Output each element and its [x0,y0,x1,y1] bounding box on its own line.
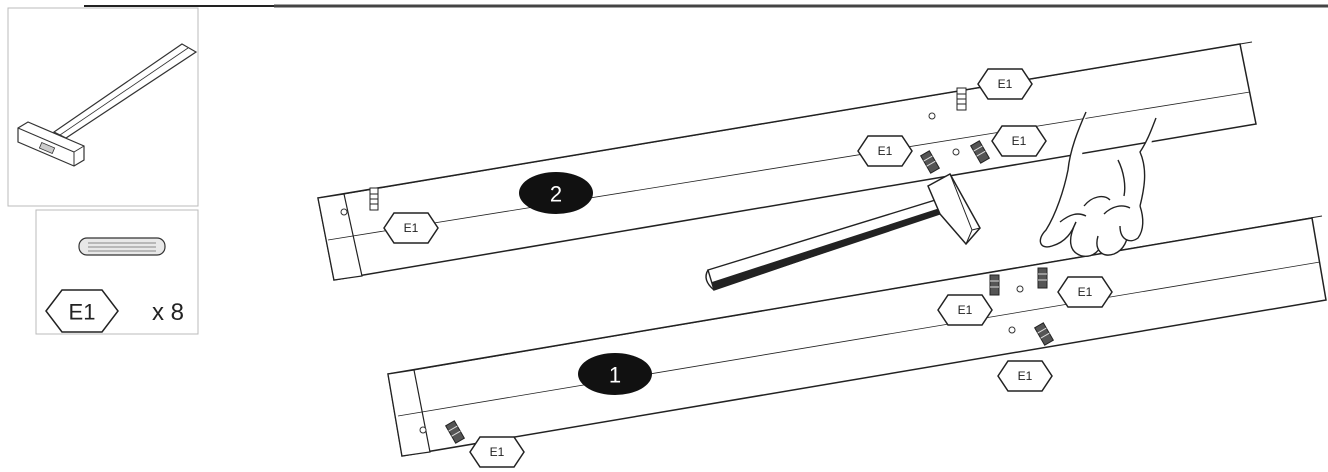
board-1 [387,215,1327,457]
quantity-text: x 8 [152,299,184,326]
part-id-text: E1 [69,300,96,325]
callout-board2-left: E1 [383,212,439,244]
callout-board2-mid-left: E1 [857,135,913,167]
svg-text:E1: E1 [878,144,893,158]
svg-text:E1: E1 [490,445,505,459]
dowel-board1-left [444,420,466,444]
dowel-board1-bottom-right [1033,322,1055,346]
callout-board1-left: E1 [469,436,525,468]
svg-text:E1: E1 [998,77,1013,91]
hammer-icon [17,43,198,167]
callout-board1-bottom-right: E1 [997,360,1053,392]
callout-board1-top-right: E1 [1057,276,1113,308]
step-badge-1: 1 [578,353,652,395]
step-number-1: 1 [609,363,621,388]
dowel-board1-top-right [1037,267,1048,289]
svg-text:E1: E1 [404,221,419,235]
step-badge-2: 2 [519,172,593,214]
dowel-icon [78,237,166,256]
svg-text:E1: E1 [1018,369,1033,383]
dowel-board2-mid-left [919,150,941,174]
callout-board2-top: E1 [977,68,1033,100]
parts-box: E1 x 8 [35,209,199,335]
dowel-board2-left [369,187,379,211]
hand-illustration [1039,111,1157,257]
callout-board1-top-left: E1 [937,294,993,326]
tool-box [7,7,199,207]
dowel-board2-mid-right [969,140,991,164]
callout-board2-mid-right: E1 [991,125,1047,157]
dowel-board1-top-left [989,274,1000,296]
svg-text:E1: E1 [1012,134,1027,148]
step-number-2: 2 [550,182,562,207]
dowel-board2-top [956,87,967,111]
svg-text:E1: E1 [958,303,973,317]
svg-text:E1: E1 [1078,285,1093,299]
board-2 [317,41,1257,281]
hammer-illustration [705,172,981,291]
part-label-e1: E1 [45,289,119,333]
